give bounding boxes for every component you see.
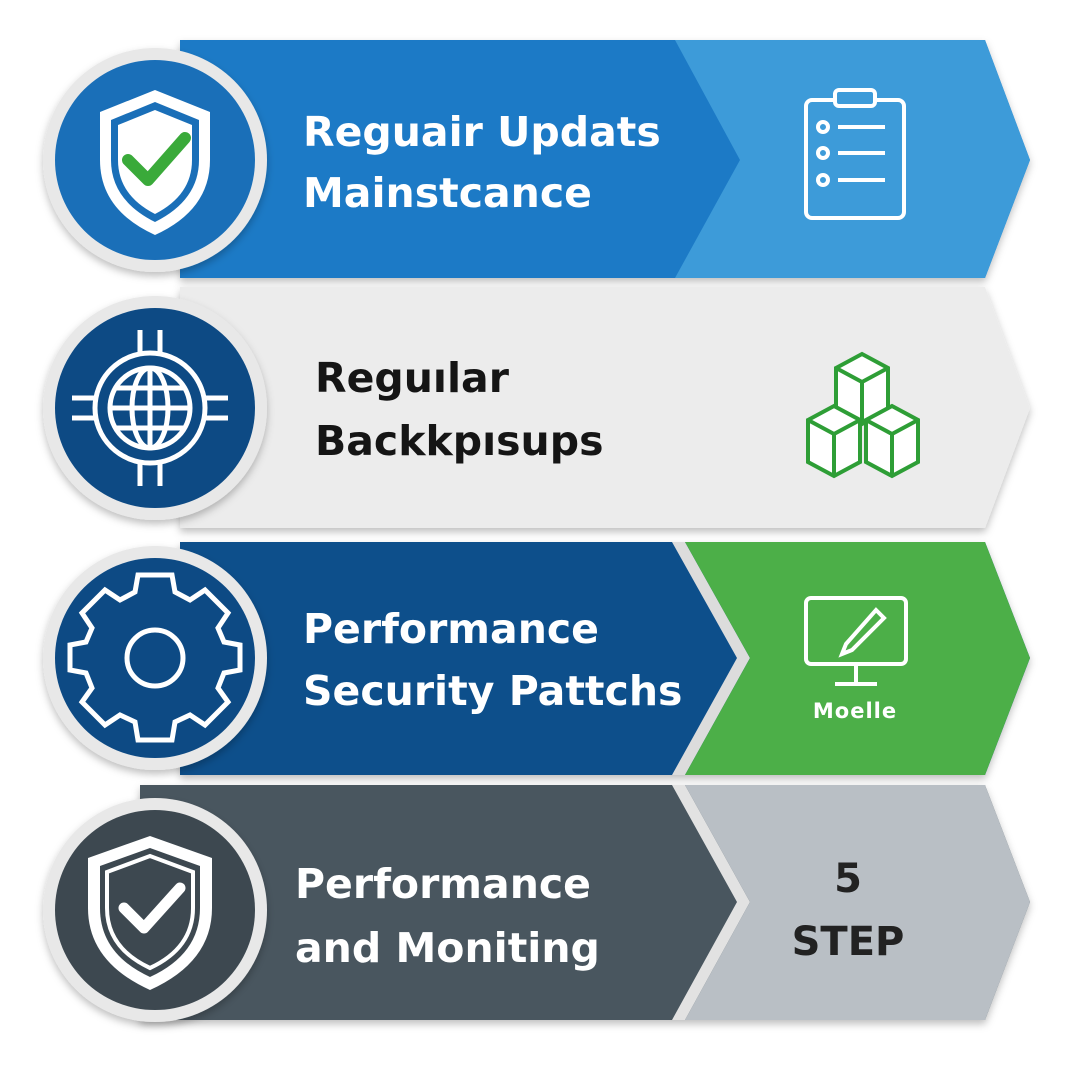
step-4-right-panel — [685, 785, 1030, 1020]
step-3: Performance Security Pattchs Moelle — [43, 542, 1030, 775]
step-1-right-panel — [675, 40, 1030, 278]
step-4-title-line2: and Moniting — [295, 924, 600, 972]
step-4-divider — [672, 785, 750, 1020]
step-1-title-line1: Reguair Updats — [303, 108, 661, 156]
shield-check-icon — [100, 90, 210, 235]
step-4-right-label: STEP — [792, 919, 905, 965]
step-3-divider — [672, 542, 750, 775]
step-3-right-panel — [685, 542, 1030, 775]
cubes-icon — [806, 351, 920, 479]
step-1-title-line2: Mainstcance — [303, 169, 592, 217]
monitor-pen-icon — [804, 596, 908, 686]
globe-icon — [72, 330, 228, 486]
step-2-title-line1: Reguılar — [315, 354, 510, 402]
step-1: Reguair Updats Mainstcance — [43, 40, 1030, 278]
step-4: Performance and Moniting 5 STEP — [43, 785, 1030, 1022]
clipboard-list-icon — [804, 88, 906, 220]
step-4-number: 5 — [834, 856, 862, 902]
step-4-title-line1: Performance — [295, 860, 591, 908]
step-3-title-line1: Performance — [303, 605, 599, 653]
step-3-circle-inner — [55, 558, 255, 758]
gear-icon — [67, 572, 243, 743]
step-2-band — [180, 287, 1030, 528]
step-2: Reguılar Backkpısups — [43, 287, 1030, 528]
step-2-title-line2: Backkpısups — [315, 417, 604, 465]
step-3-title-line2: Security Pattchs — [303, 667, 682, 715]
shield-check-icon — [88, 836, 212, 990]
step-3-right-label: Moelle — [813, 699, 897, 723]
